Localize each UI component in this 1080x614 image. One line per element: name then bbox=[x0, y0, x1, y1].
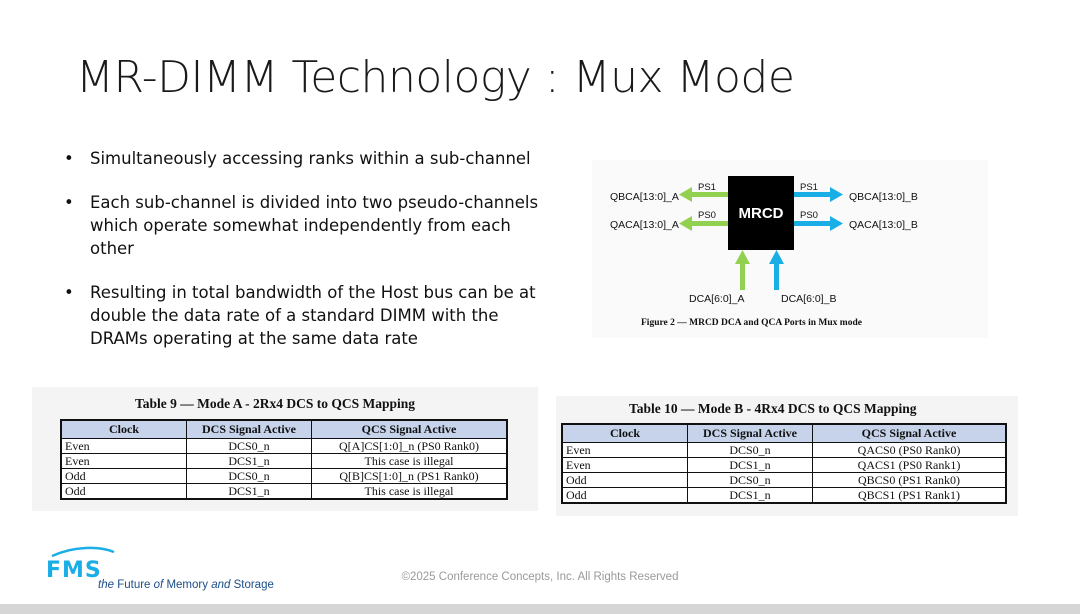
table-cell: Odd bbox=[561, 472, 688, 488]
table-cell: DCS1_n bbox=[687, 487, 813, 504]
table-cell: DCS1_n bbox=[687, 457, 813, 473]
table-header-cell: DCS Signal Active bbox=[687, 423, 813, 443]
tagline-word: Memory bbox=[166, 579, 208, 591]
mrcd-chip-label: MRCD bbox=[739, 205, 784, 222]
table-row: Even DCS1_n This case is illegal bbox=[60, 453, 508, 469]
table10-title: Table 10 — Mode B - 4Rx4 DCS to QCS Mapp… bbox=[629, 401, 917, 416]
table-row: Odd DCS1_n This case is illegal bbox=[60, 483, 508, 500]
table-header-row: Clock DCS Signal Active QCS Signal Activ… bbox=[561, 423, 1007, 443]
slide-title: MR-DIMM Technology : Mux Mode bbox=[76, 52, 795, 103]
ps0-right-label: PS0 bbox=[800, 210, 818, 221]
figure-caption: Figure 2 — MRCD DCA and QCA Ports in Mux… bbox=[641, 318, 862, 328]
bullet-list: Simultaneously accessing ranks within a … bbox=[62, 147, 552, 371]
left-bottom-arrow bbox=[679, 216, 728, 231]
logo-swoosh-icon bbox=[51, 546, 115, 558]
table-cell: DCS0_n bbox=[687, 442, 813, 458]
mrcd-chip bbox=[728, 176, 794, 250]
table-cell: Even bbox=[60, 453, 187, 469]
bottom-left-signal-label: DCA[6:0]_A bbox=[689, 293, 744, 305]
tagline-word: Future bbox=[117, 579, 151, 591]
table-header-cell: Clock bbox=[60, 419, 187, 439]
table-header-cell: QCS Signal Active bbox=[812, 423, 1007, 443]
left-top-signal-label: QBCA[13:0]_A bbox=[610, 191, 679, 203]
bottom-right-arrow bbox=[769, 250, 784, 290]
table-cell: DCS0_n bbox=[687, 472, 813, 488]
table-header-cell: DCS Signal Active bbox=[186, 419, 312, 439]
table9-title: Table 9 — Mode A - 2Rx4 DCS to QCS Mappi… bbox=[135, 396, 416, 411]
tagline-word: Storage bbox=[233, 579, 274, 591]
left-bottom-signal-label: QACA[13:0]_A bbox=[610, 219, 679, 231]
right-bottom-signal-label: QACA[13:0]_B bbox=[849, 219, 918, 231]
table-cell: QACS0 (PS0 Rank0) bbox=[812, 442, 1007, 458]
table-row: Even DCS0_n Q[A]CS[1:0]_n (PS0 Rank0) bbox=[60, 438, 508, 454]
table-cell: QBCS0 (PS1 Rank0) bbox=[812, 472, 1007, 488]
right-bottom-arrow bbox=[794, 216, 843, 231]
tagline-word: the bbox=[98, 579, 114, 591]
bullet-item: Simultaneously accessing ranks within a … bbox=[62, 147, 552, 170]
table-cell: DCS1_n bbox=[186, 483, 312, 500]
table-cell: This case is illegal bbox=[311, 483, 508, 500]
logo-tagline: the Future of Memory and Storage bbox=[98, 579, 274, 591]
table-row: Odd DCS0_n Q[B]CS[1:0]_n (PS1 Rank0) bbox=[60, 468, 508, 484]
table-cell: DCS1_n bbox=[186, 453, 312, 469]
table-row: Odd DCS1_n QBCS1 (PS1 Rank1) bbox=[561, 487, 1007, 504]
table-cell: Odd bbox=[60, 468, 187, 484]
fms-logo: FMS bbox=[46, 546, 115, 583]
table-cell: Odd bbox=[561, 487, 688, 504]
table-cell: DCS0_n bbox=[186, 468, 312, 484]
bottom-right-signal-label: DCA[6:0]_B bbox=[781, 293, 836, 305]
table-cell: Q[A]CS[1:0]_n (PS0 Rank0) bbox=[311, 438, 508, 454]
ps0-left-label: PS0 bbox=[698, 210, 716, 221]
ps1-right-label: PS1 bbox=[800, 182, 818, 193]
table-cell: Even bbox=[561, 442, 688, 458]
table-cell: Even bbox=[561, 457, 688, 473]
table9: Clock DCS Signal Active QCS Signal Activ… bbox=[60, 419, 508, 500]
right-top-arrow bbox=[794, 187, 843, 202]
table-cell: Even bbox=[60, 438, 187, 454]
bullet-item: Each sub-channel is divided into two pse… bbox=[62, 191, 552, 260]
table-cell: QBCS1 (PS1 Rank1) bbox=[812, 487, 1007, 504]
table10: Clock DCS Signal Active QCS Signal Activ… bbox=[561, 423, 1007, 504]
left-top-arrow bbox=[679, 187, 728, 202]
table-row: Even DCS1_n QACS1 (PS0 Rank1) bbox=[561, 457, 1007, 473]
table-header-row: Clock DCS Signal Active QCS Signal Activ… bbox=[60, 419, 508, 439]
table-cell: QACS1 (PS0 Rank1) bbox=[812, 457, 1007, 473]
table-header-cell: Clock bbox=[561, 423, 688, 443]
table-cell: Odd bbox=[60, 483, 187, 500]
copyright-text: ©2025 Conference Concepts, Inc. All Righ… bbox=[401, 571, 679, 583]
table-row: Even DCS0_n QACS0 (PS0 Rank0) bbox=[561, 442, 1007, 458]
table-header-cell: QCS Signal Active bbox=[311, 419, 508, 439]
right-top-signal-label: QBCA[13:0]_B bbox=[849, 191, 918, 203]
tagline-word: of bbox=[153, 579, 164, 591]
table-row: Odd DCS0_n QBCS0 (PS1 Rank0) bbox=[561, 472, 1007, 488]
ps1-left-label: PS1 bbox=[698, 182, 716, 193]
table-cell: DCS0_n bbox=[186, 438, 312, 454]
tagline-word: and bbox=[211, 579, 231, 591]
logo-text: FMS bbox=[46, 558, 102, 583]
bullet-item: Resulting in total bandwidth of the Host… bbox=[62, 281, 552, 350]
bottom-strip bbox=[0, 604, 1080, 614]
table-cell: This case is illegal bbox=[311, 453, 508, 469]
bottom-left-arrow bbox=[735, 250, 750, 290]
table-cell: Q[B]CS[1:0]_n (PS1 Rank0) bbox=[311, 468, 508, 484]
